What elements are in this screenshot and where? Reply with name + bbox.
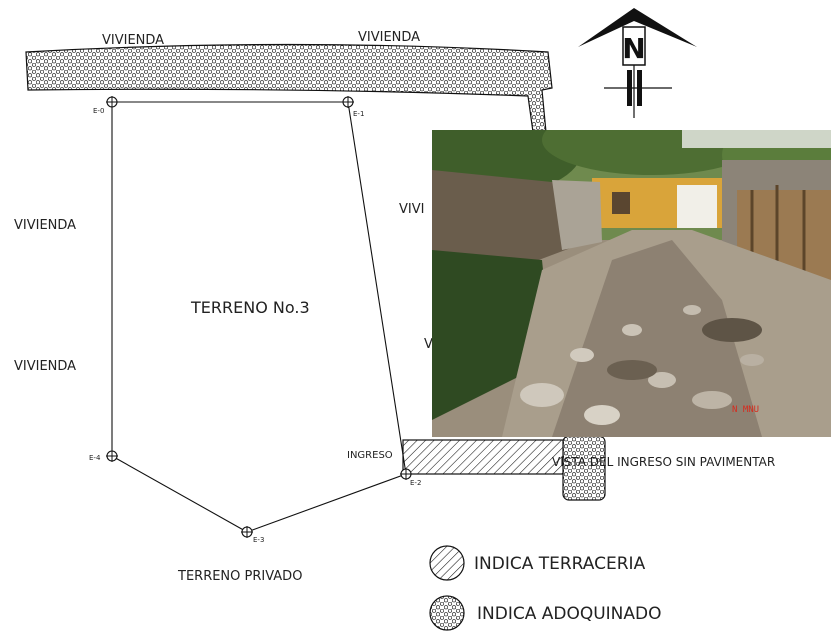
label-vivienda-left-2: VIVIENDA — [14, 359, 76, 374]
legend-adoquinado: INDICA ADOQUINADO — [429, 595, 662, 631]
station-e0 — [106, 96, 118, 108]
label-vivienda-top-right: VIVIENDA — [358, 30, 420, 45]
station-e1 — [342, 96, 354, 108]
label-vivienda-top-left: VIVIENDA — [102, 33, 164, 48]
station-label-e1: E-1 — [353, 110, 364, 118]
legend-adoquinado-label: INDICA ADOQUINADO — [477, 604, 662, 624]
photo-caption: VISTA DEL INGRESO SIN PAVIMENTAR — [552, 455, 775, 469]
legend-terraceria-label: INDICA TERRACERIA — [474, 554, 646, 574]
label-vivienda-right-partial-2: V — [424, 337, 433, 352]
station-label-e4: E-4 — [89, 454, 101, 462]
dirt-access — [402, 439, 564, 475]
label-ingreso: INGRESO — [347, 450, 393, 461]
paved-street — [25, 43, 553, 133]
north-arrow-icon: N — [578, 8, 697, 118]
photo-date-stamp: N MNU — [732, 405, 759, 415]
label-terreno: TERRENO No.3 — [190, 298, 310, 317]
label-vivienda-left-1: VIVIENDA — [14, 218, 76, 233]
lot-boundary — [111, 101, 407, 533]
label-terreno-privado: TERRENO PRIVADO — [177, 569, 302, 584]
station-label-e3: E-3 — [253, 536, 264, 544]
station-label-e0: E-0 — [93, 107, 104, 115]
station-e3 — [241, 526, 253, 538]
label-vivienda-right-partial: VIVI — [399, 202, 424, 217]
north-letter: N — [622, 32, 645, 65]
station-e4 — [106, 450, 118, 462]
station-e2 — [400, 468, 412, 480]
legend-terraceria: INDICA TERRACERIA — [429, 545, 646, 581]
site-photo: N MNU — [432, 130, 831, 437]
station-label-e2: E-2 — [410, 479, 421, 487]
